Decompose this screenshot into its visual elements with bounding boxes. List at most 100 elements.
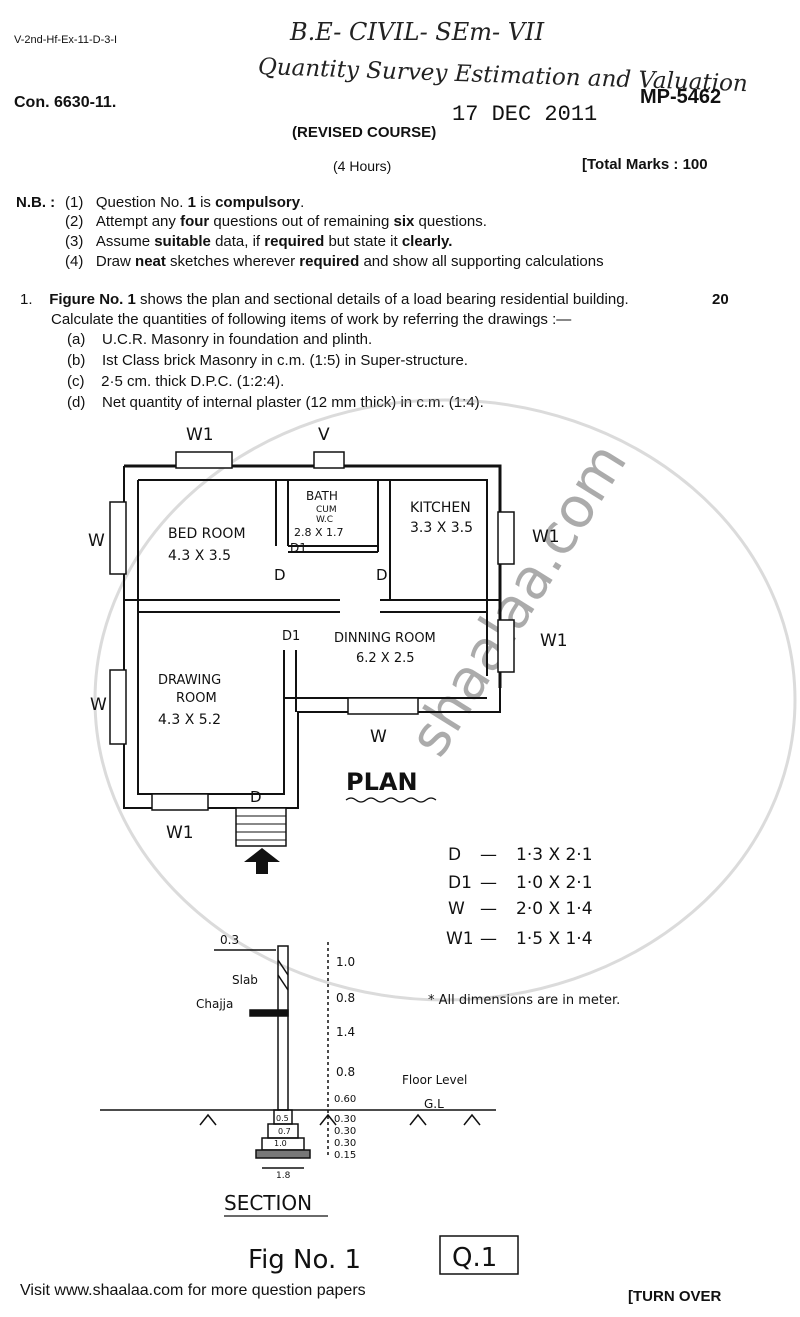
- plan-title: PLAN: [346, 768, 418, 796]
- footer-visit-text: Visit www.shaalaa.com for more question …: [20, 1282, 366, 1299]
- steps: [236, 815, 286, 841]
- label-w1: W1: [186, 425, 214, 445]
- room-size: 4.3 X 3.5: [168, 548, 231, 564]
- room-name: DRAWING: [158, 673, 221, 688]
- room-sub: W.C: [316, 515, 333, 525]
- plan-title-underline: [345, 797, 437, 803]
- schedule-dash: —: [480, 873, 497, 893]
- room-name: KITCHEN: [410, 500, 471, 516]
- height-label: 0.30: [334, 1138, 356, 1149]
- width-label: 1.8: [276, 1171, 291, 1181]
- label-w1: W1: [532, 527, 560, 547]
- room-sub: CUM: [316, 505, 337, 515]
- part-label: (c): [67, 373, 85, 390]
- instruction-bold: compulsory: [215, 194, 301, 211]
- height-label: 0.30: [334, 1114, 356, 1125]
- schedule-value: 2·0 X 1·4: [516, 899, 593, 919]
- schedule-key: D1: [448, 873, 472, 893]
- dimensions-note: * All dimensions are in meter.: [428, 993, 620, 1008]
- schedule-dash: —: [480, 899, 497, 919]
- label-d1: D1: [282, 629, 300, 644]
- schedule-value: 1·0 X 2·1: [516, 873, 593, 893]
- section-title: SECTION: [224, 1191, 312, 1215]
- instruction-bold: 1: [187, 194, 196, 211]
- instruction-text: .: [300, 194, 305, 211]
- instruction-bold: required: [299, 253, 360, 270]
- part-label: (a): [67, 331, 86, 348]
- label-w: W: [370, 727, 387, 747]
- schedule-value: 1·5 X 1·4: [516, 929, 593, 949]
- instruction-text: but state it: [324, 233, 402, 250]
- question-box-label: Q.1: [452, 1243, 497, 1273]
- part-text: 2·5 cm. thick D.P.C. (1:2:4).: [101, 373, 285, 390]
- width-label: 1.0: [274, 1139, 287, 1148]
- label-w1: W1: [540, 631, 568, 651]
- duration: (4 Hours): [333, 158, 392, 174]
- instruction-bold: neat: [135, 253, 166, 270]
- section-drawing: [100, 942, 496, 1169]
- schedule-key: W: [448, 899, 465, 919]
- instruction-3: (3) Assume suitable data, if required bu…: [65, 233, 452, 250]
- height-label: 1.0: [336, 955, 355, 969]
- exam-date: 17 DEC 2011: [452, 102, 598, 127]
- nb-label: N.B. :: [16, 194, 56, 211]
- question-1-marks: 20: [712, 291, 729, 308]
- width-label: 0.7: [278, 1127, 291, 1136]
- height-label: 1.4: [336, 1025, 355, 1039]
- room-name: ROOM: [176, 691, 217, 706]
- question-part-b: (b) Ist Class brick Masonry in c.m. (1:5…: [67, 352, 468, 369]
- instruction-text: sketches wherever: [165, 253, 300, 270]
- room-name: BATH: [306, 489, 338, 503]
- room-size: 2.8 X 1.7: [294, 526, 344, 539]
- label-d1: D1: [290, 541, 307, 555]
- instruction-bold: required: [264, 233, 325, 250]
- room-name: BED ROOM: [168, 526, 246, 542]
- question-box: [439, 1235, 519, 1275]
- instruction-bold: clearly.: [401, 233, 453, 250]
- label-w: W: [88, 531, 105, 551]
- label-v: V: [318, 425, 330, 445]
- room-size: 4.3 X 5.2: [158, 712, 221, 728]
- height-label: 0.8: [336, 991, 355, 1005]
- question-1-lead: 1. Figure No. 1 shows the plan and secti…: [20, 291, 629, 308]
- instruction-text: Assume: [95, 233, 155, 250]
- instruction-bold: six: [393, 213, 415, 230]
- entrance-arrow: [244, 848, 280, 874]
- paper-code-small: V-2nd-Hf-Ex-11-D-3-I: [14, 34, 118, 46]
- slab-label: Slab: [232, 973, 258, 987]
- opening-schedule: D — 1·3 X 2·1 D1 — 1·0 X 2·1 W — 2·0 X 1…: [446, 845, 593, 949]
- instruction-text: Question No.: [95, 194, 188, 211]
- height-label: 0.15: [334, 1150, 356, 1161]
- gl-label: G.L: [424, 1097, 444, 1111]
- instruction-num: (2): [65, 213, 84, 230]
- part-text: Ist Class brick Masonry in c.m. (1:5) in…: [102, 352, 468, 369]
- floor-level-label: Floor Level: [402, 1073, 467, 1087]
- floor-plan: [123, 464, 502, 809]
- question-lead-bold: Figure No. 1: [49, 291, 136, 308]
- schedule-key: D: [448, 845, 461, 865]
- instruction-text: Draw: [95, 253, 136, 270]
- question-part-a: (a) U.C.R. Masonry in foundation and pli…: [67, 331, 372, 348]
- revised-course: (REVISED COURSE): [292, 124, 437, 141]
- part-label: (b): [67, 352, 86, 369]
- height-label: 0.30: [334, 1126, 356, 1137]
- instruction-text: data, if: [210, 233, 265, 250]
- figure-label: Fig No. 1: [248, 1245, 361, 1275]
- room-size: 3.3 X 3.5: [410, 520, 473, 536]
- instruction-bold: four: [180, 213, 210, 230]
- total-marks: [Total Marks : 100: [582, 156, 708, 173]
- section-labels: 0.3 Slab Chajja Floor Level G.L 1.0 0.8 …: [196, 933, 467, 1181]
- schedule-key: W1: [446, 929, 474, 949]
- footer-turn-over: [TURN OVER: [628, 1288, 722, 1305]
- label-d: D: [274, 566, 286, 584]
- wall-thickness: 0.3: [220, 933, 239, 947]
- chajja-label: Chajja: [196, 997, 233, 1011]
- part-text: Net quantity of internal plaster (12 mm …: [102, 394, 484, 411]
- label-w1: W1: [166, 823, 194, 843]
- question-part-c: (c) 2·5 cm. thick D.P.C. (1:2:4).: [67, 373, 284, 390]
- schedule-dash: —: [480, 845, 497, 865]
- instruction-num: (1): [65, 194, 84, 211]
- schedule-value: 1·3 X 2·1: [516, 845, 593, 865]
- label-d: D: [376, 566, 388, 584]
